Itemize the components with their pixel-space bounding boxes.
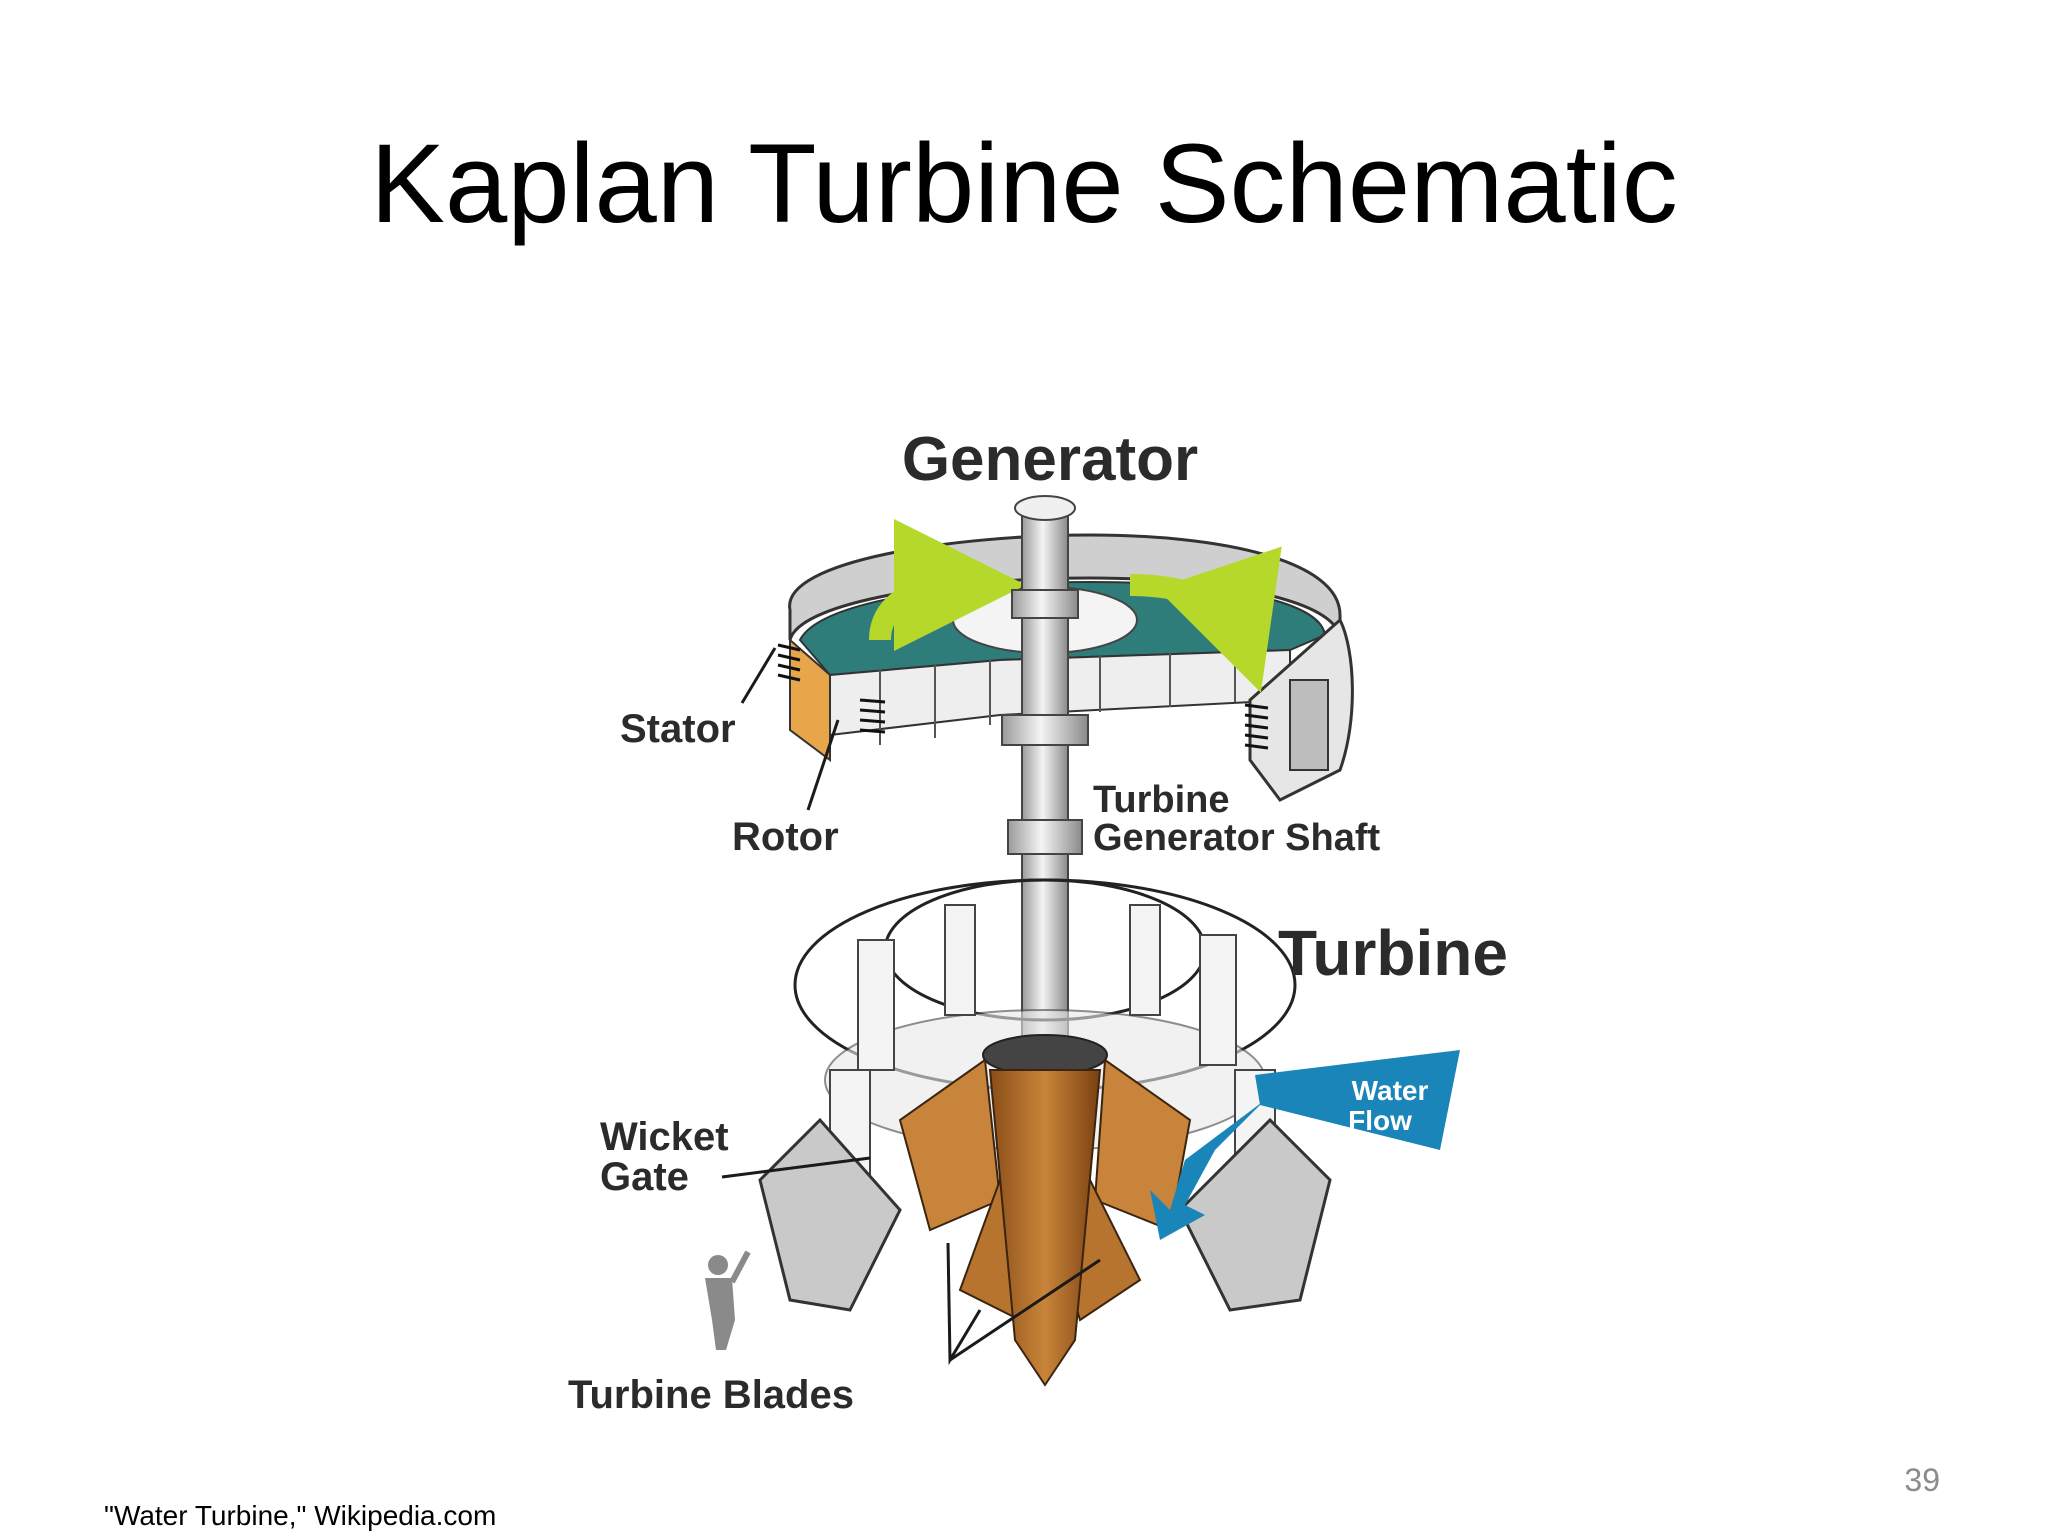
rotation-arrow-left: [869, 519, 1026, 652]
shaft-label-2: Generator Shaft: [1093, 817, 1381, 859]
source-credit: "Water Turbine," Wikipedia.com: [104, 1500, 497, 1531]
wicket-gate-label-2: Gate: [600, 1155, 689, 1199]
turbine-label: Turbine: [1278, 917, 1508, 989]
turbine-generator-shaft: [1001, 495, 1089, 1093]
page-number: 39: [1904, 1462, 1940, 1498]
rotation-arrow-right: [1129, 546, 1282, 693]
leader-lines: [721, 647, 1101, 1366]
turbine-runner-blades: [898, 1058, 1192, 1387]
turbine-blades-label: Turbine Blades: [568, 1373, 854, 1417]
water-flow-label-2: Flow: [1348, 1105, 1412, 1136]
lower-housing-right: [1178, 1117, 1332, 1312]
turbine-assembly: [705, 878, 1332, 1387]
slide-title: Kaplan Turbine Schematic: [370, 121, 1678, 246]
water-flow-indicator: Water Flow: [1150, 1050, 1460, 1240]
human-scale-figure: [705, 1250, 751, 1350]
lower-housing-left: [758, 1117, 902, 1312]
shaft-label-1: Turbine: [1093, 779, 1230, 821]
wicket-gate-label-1: Wicket: [600, 1115, 729, 1159]
stator-label: Stator: [620, 707, 736, 751]
generator-label: Generator: [902, 425, 1198, 494]
rotor-label: Rotor: [732, 815, 839, 859]
water-flow-label-1: Water: [1352, 1075, 1429, 1106]
